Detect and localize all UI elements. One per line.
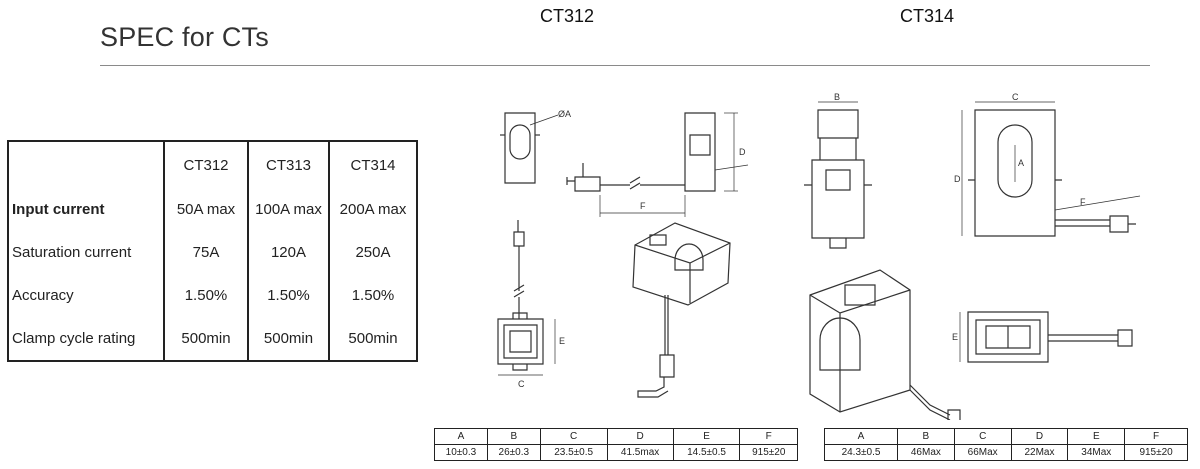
dim-value: 46Max	[896, 444, 955, 461]
ct312-iso-hole	[674, 243, 704, 271]
dim-value: 915±20	[739, 444, 798, 461]
spec-cell: 120A	[248, 231, 330, 274]
ct314-label-f: F	[1080, 197, 1086, 207]
spec-row-accuracy: Accuracy 1.50% 1.50% 1.50%	[7, 274, 418, 317]
ct312-iso-body	[632, 222, 731, 306]
spec-header-ct314: CT314	[329, 140, 418, 188]
spec-cell: 100A max	[248, 188, 330, 231]
ct312-side-body	[684, 112, 716, 192]
spec-row-input-current: Input current 50A max 100A max 200A max	[7, 188, 418, 231]
dim-header: D	[1010, 428, 1069, 445]
ct312-label-dia: ØA	[558, 109, 571, 119]
ct312-side-plug	[566, 163, 601, 192]
ct312-label-f: F	[640, 201, 646, 211]
ct312-label-e: E	[559, 336, 565, 346]
spec-header-ct312: CT312	[164, 140, 249, 188]
spec-row-saturation-current: Saturation current 75A 120A 250A	[7, 231, 418, 274]
spec-cell: 1.50%	[329, 274, 418, 317]
spec-table: CT312 CT313 CT314 Input current 50A max …	[7, 140, 418, 362]
dim-header: F	[1124, 428, 1188, 445]
ct314-drawing-svg: B C A D F E	[804, 92, 1141, 420]
dim-header: E	[672, 428, 741, 445]
dim-header: C	[953, 428, 1012, 445]
page-title: SPEC for CTs	[100, 22, 269, 52]
ct312-label-c: C	[518, 379, 525, 389]
ct314-label-c: C	[1012, 92, 1019, 102]
dim-value: 22Max	[1010, 444, 1069, 461]
ct314-side-top	[817, 109, 859, 139]
dim-header: E	[1067, 428, 1126, 445]
ct314-label-e: E	[952, 332, 958, 342]
dim-header: F	[739, 428, 798, 445]
ct312-dim-value-row: 10±0.3 26±0.3 23.5±0.5 41.5max 14.5±0.5 …	[434, 444, 798, 461]
spec-row-label: Input current	[7, 188, 165, 231]
spec-cell: 75A	[164, 231, 249, 274]
spec-row-clamp-cycle: Clamp cycle rating 500min 500min 500min	[7, 317, 418, 362]
ct312-iso-cable	[637, 295, 675, 398]
spec-cell: 500min	[164, 317, 249, 362]
ct314-front-body	[974, 109, 1056, 237]
dim-value: 14.5±0.5	[672, 444, 741, 461]
title-divider	[100, 65, 1150, 66]
dim-value: 34Max	[1067, 444, 1126, 461]
dim-value: 23.5±0.5	[539, 444, 608, 461]
ct314-top-view	[967, 311, 1049, 363]
ct314-label-d: D	[954, 174, 961, 184]
ct312-front-hole	[509, 124, 531, 160]
spec-header-ct313: CT313	[248, 140, 330, 188]
dim-value: 915±20	[1124, 444, 1188, 461]
spec-cell: 200A max	[329, 188, 418, 231]
spec-row-label: Saturation current	[7, 231, 165, 274]
ct312-dim-header-row: A B C D E F	[434, 428, 798, 445]
spec-cell: 50A max	[164, 188, 249, 231]
spec-cell: 500min	[329, 317, 418, 362]
ct314-iso-cable	[909, 384, 961, 420]
spec-cell: 1.50%	[164, 274, 249, 317]
ct312-dimension-table: A B C D E F 10±0.3 26±0.3 23.5±0.5 41.5m…	[434, 428, 798, 461]
dim-value: 41.5max	[606, 444, 674, 461]
ct314-label-a: A	[1018, 158, 1024, 168]
dim-header: A	[434, 428, 488, 445]
spec-cell: 500min	[248, 317, 330, 362]
ct314-dimension-table: A B C D E F 24.3±0.5 46Max 66Max 22Max 3…	[824, 428, 1188, 461]
dim-header: A	[824, 428, 898, 445]
ct314-iso-hole	[819, 317, 861, 371]
ct314-front-cable	[1055, 215, 1136, 233]
dim-header: D	[606, 428, 674, 445]
spec-cell: 250A	[329, 231, 418, 274]
model-label-ct312: CT312	[540, 6, 595, 26]
ct312-drawing-svg: ØA D F E C	[497, 109, 749, 398]
dim-value: 26±0.3	[486, 444, 541, 461]
ct312-cable	[513, 246, 525, 319]
ct312-label-d: D	[739, 147, 746, 157]
dim-value: 24.3±0.5	[824, 444, 898, 461]
dim-value: 10±0.3	[434, 444, 488, 461]
ct314-side-body	[811, 138, 865, 239]
spec-header-row: CT312 CT313 CT314	[7, 140, 418, 188]
spec-cell: 1.50%	[248, 274, 330, 317]
ct312-front-body	[504, 112, 536, 184]
dim-header: B	[896, 428, 955, 445]
dim-header: C	[539, 428, 608, 445]
ct314-label-b: B	[834, 92, 840, 102]
dim-header: B	[486, 428, 541, 445]
ct314-dim-header-row: A B C D E F	[824, 428, 1188, 445]
spec-header-blank	[7, 140, 165, 188]
ct314-dim-value-row: 24.3±0.5 46Max 66Max 22Max 34Max 915±20	[824, 444, 1188, 461]
ct312-top-view	[497, 312, 544, 371]
spec-row-label: Clamp cycle rating	[7, 317, 165, 362]
ct314-drawing: B C A D F E	[790, 90, 1170, 420]
model-label-ct314: CT314	[900, 6, 955, 26]
ct312-side-cable	[600, 176, 685, 190]
spec-row-label: Accuracy	[7, 274, 165, 317]
ct314-front-hole	[997, 124, 1033, 198]
ct312-cable-plug	[513, 220, 525, 247]
dim-value: 66Max	[953, 444, 1012, 461]
ct312-drawing: ØA D F E C	[480, 95, 780, 425]
